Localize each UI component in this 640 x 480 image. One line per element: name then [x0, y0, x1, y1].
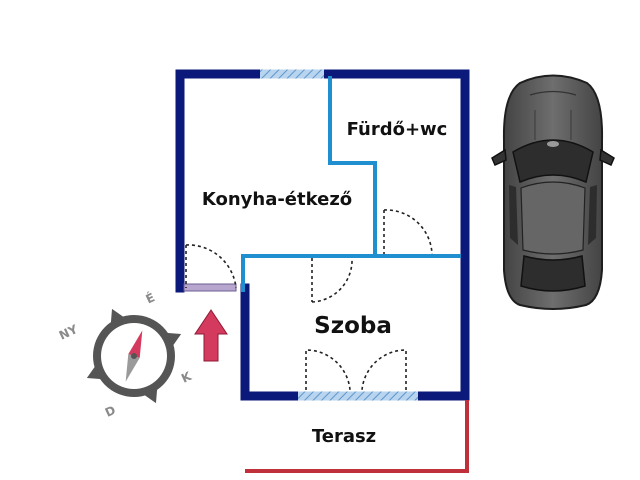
door-swings [185, 209, 433, 391]
compass-south: D [103, 403, 118, 420]
room-label-bathroom: Fürdő+wc [347, 119, 448, 140]
window-top [260, 69, 324, 79]
terrace-outline [245, 400, 469, 473]
room-label-room: Szoba [314, 313, 392, 339]
room-label-terrace: Terasz [312, 426, 376, 447]
inner-walls [241, 76, 461, 292]
outer-walls [175, 69, 470, 401]
car-icon [491, 74, 615, 310]
entrance-threshold [183, 283, 237, 292]
compass-east: K [179, 369, 194, 386]
entrance-arrow-icon [194, 309, 228, 362]
compass-icon [86, 308, 182, 404]
window-bottom [298, 391, 418, 401]
room-label-kitchen: Konyha-étkező [202, 189, 352, 210]
compass-west: NY [57, 322, 80, 343]
compass-north: É [143, 289, 157, 306]
